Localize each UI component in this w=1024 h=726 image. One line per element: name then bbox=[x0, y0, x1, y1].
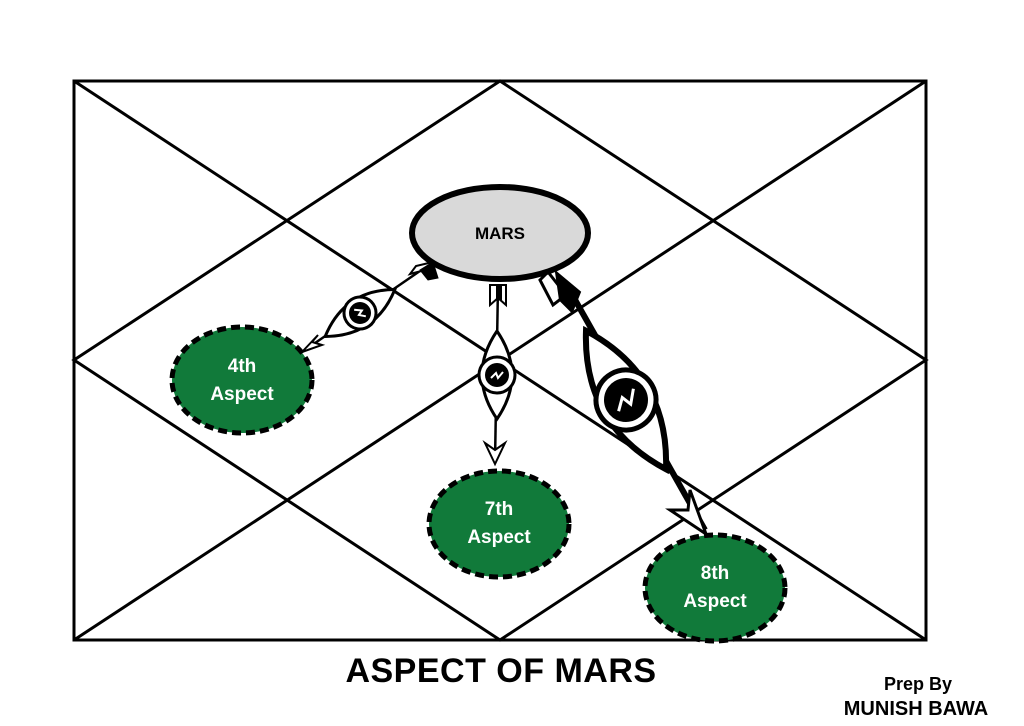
aspect-7th-word: Aspect bbox=[467, 527, 531, 548]
credit-prep-by: Prep By bbox=[883, 674, 953, 694]
aspect-8th-number: 8th bbox=[701, 563, 730, 584]
aspect-4th: 4th Aspect bbox=[169, 324, 315, 436]
planet-label: MARS bbox=[475, 224, 525, 243]
aspect-8th-word: Aspect bbox=[683, 591, 747, 612]
diagram-title: ASPECT OF MARS bbox=[345, 652, 657, 690]
arrow-8th-aspect bbox=[538, 269, 709, 538]
aspect-7th-number: 7th bbox=[485, 499, 514, 520]
aspect-7th: 7th Aspect bbox=[426, 468, 572, 580]
aspect-4th-number: 4th bbox=[228, 356, 257, 377]
aspect-4th-word: Aspect bbox=[210, 384, 274, 405]
arrow-7th-aspect bbox=[477, 284, 517, 467]
arrow-4th-aspect bbox=[301, 260, 439, 354]
credit-author: MUNISH BAWA bbox=[843, 698, 989, 720]
aspect-8th: 8th Aspect bbox=[642, 532, 788, 644]
planet-mars: MARS bbox=[409, 184, 591, 282]
eye-icon bbox=[582, 325, 670, 475]
chart-inner-diamond bbox=[71, 79, 929, 642]
eye-icon bbox=[477, 328, 517, 422]
eye-icon bbox=[322, 288, 398, 338]
